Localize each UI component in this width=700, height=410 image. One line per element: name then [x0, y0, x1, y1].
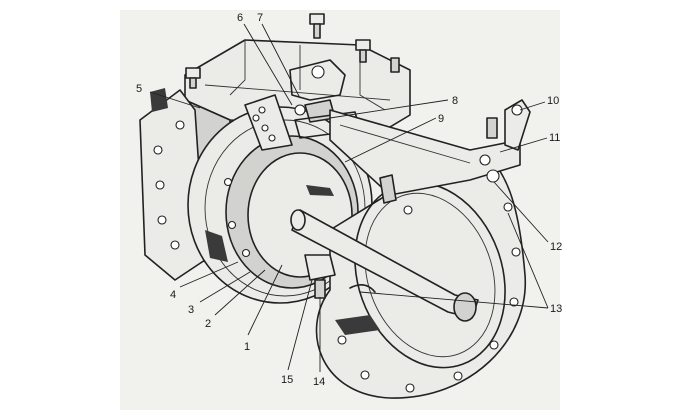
leader-3	[199, 271, 251, 303]
label-6: 6	[237, 12, 243, 24]
label-2: 2	[205, 318, 211, 330]
leader-1	[247, 264, 283, 336]
leader-13b	[359, 291, 549, 309]
label-3: 3	[188, 304, 194, 316]
leader-4	[179, 261, 239, 288]
leader-5	[149, 91, 201, 109]
leader-7	[261, 23, 301, 99]
leader-lines	[149, 23, 549, 372]
housing-bolt	[390, 57, 400, 73]
label-14: 14	[313, 376, 325, 388]
housing-bolt	[185, 67, 201, 89]
right-flange	[315, 149, 526, 399]
label-8: 8	[452, 95, 458, 107]
label-7: 7	[257, 12, 263, 24]
label-13: 13	[550, 303, 562, 315]
leader-15	[287, 279, 313, 371]
leader-13a	[507, 212, 549, 309]
leader-6	[243, 23, 293, 106]
housing-bolt	[355, 39, 371, 63]
label-11: 11	[549, 132, 560, 144]
leader-9	[344, 117, 437, 163]
label-9: 9	[438, 113, 444, 125]
label-1: 1	[244, 341, 250, 353]
adjuster	[304, 254, 380, 335]
callout-labels: 1 2 3 4 5 6 7 8 9 10 11 12 13 14 15	[136, 12, 562, 388]
leader-2	[214, 269, 266, 316]
housing-bolt	[309, 13, 325, 39]
label-5: 5	[136, 83, 142, 95]
label-12: 12	[550, 241, 562, 253]
label-15: 15	[281, 374, 293, 386]
lever-arm	[329, 99, 531, 204]
leader-12	[493, 181, 549, 243]
label-10: 10	[547, 95, 559, 107]
label-4: 4	[170, 289, 176, 301]
band-bracket	[244, 59, 361, 151]
leader-11	[499, 137, 548, 153]
leader-8	[329, 99, 449, 119]
shaft	[290, 185, 479, 322]
leader-10	[519, 101, 546, 111]
